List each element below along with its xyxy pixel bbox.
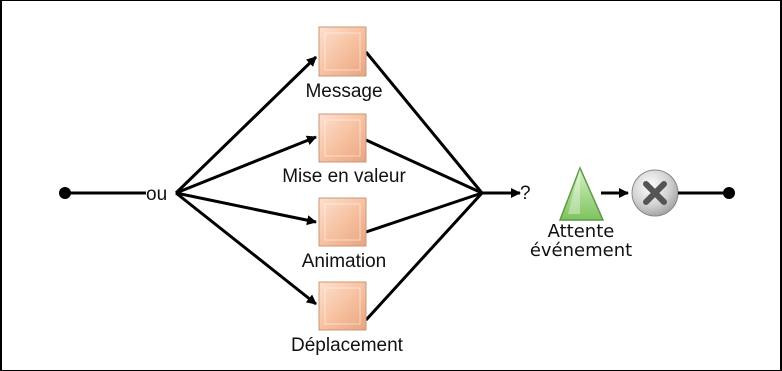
arrow-to-message [174, 55, 318, 195]
split-label: ou [146, 184, 167, 205]
branch-label-mise-en-valeur: Mise en valeur [282, 166, 406, 187]
wait-event-label-line1: Attente [548, 221, 615, 242]
frame-right-border [780, 0, 782, 371]
join-from-message [364, 51, 484, 194]
condition-mark: ? [520, 183, 531, 204]
branch-label-deplacement: Déplacement [291, 335, 404, 356]
arrow-to-mise-en-valeur [175, 135, 317, 195]
arrow-to-deplacement [175, 191, 317, 306]
wait-event-triangle-icon [558, 166, 605, 221]
branch-box-mise-en-valeur [318, 113, 367, 163]
branch-box-message [318, 26, 367, 77]
branch-box-animation [318, 197, 367, 247]
join-from-mise-en-valeur [365, 138, 483, 195]
end-node [723, 187, 735, 199]
branch-label-message: Message [305, 81, 382, 102]
cancel-icon [631, 169, 679, 217]
frame-top-border [0, 0, 782, 1]
frame-left-border [0, 0, 2, 371]
join-from-animation [365, 191, 483, 234]
wait-event-label-line2: événement [530, 240, 632, 261]
branch-box-deplacement [318, 281, 367, 331]
branch-label-animation: Animation [302, 251, 387, 272]
arrow-to-animation [175, 191, 317, 226]
join-from-deplacement [364, 191, 484, 322]
